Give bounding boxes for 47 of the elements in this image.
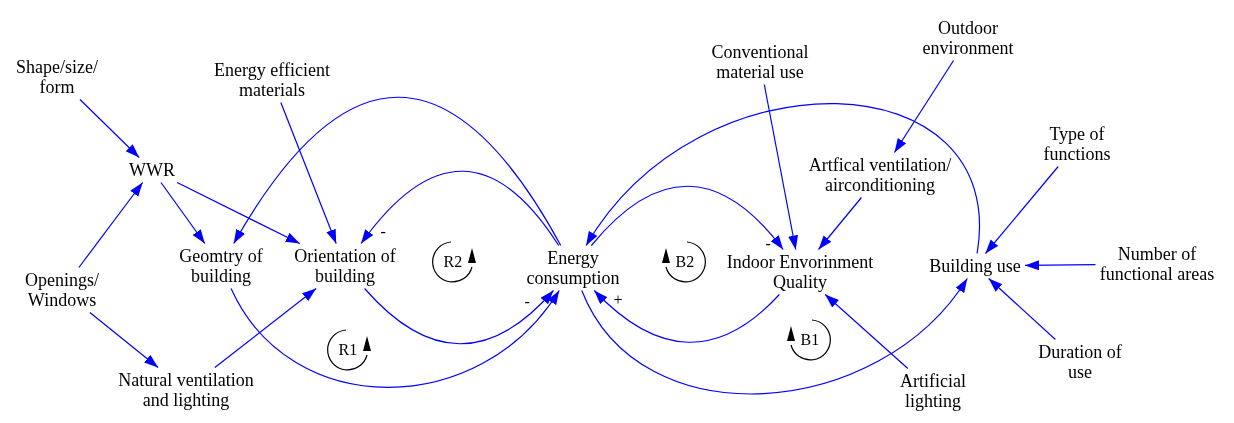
arrow (364, 287, 555, 345)
arrow (984, 165, 1059, 255)
polarity-sign: - (380, 224, 386, 240)
arrow (233, 96, 562, 247)
variable-label: Energy efficient materials (213, 59, 331, 101)
variable-label: Natural ventilation and lighting (117, 369, 255, 411)
variable-label: WWR (128, 159, 176, 181)
polarity-sign: - (765, 236, 771, 252)
variable-label: Geomtry of building (178, 245, 264, 287)
arrow (824, 293, 909, 370)
arrow (590, 185, 784, 251)
arrow (280, 101, 337, 245)
arrow (79, 98, 140, 159)
variable-label: Openings/ Windows (24, 269, 100, 311)
arrow (893, 59, 955, 154)
variable-label: Shape/size/ form (15, 56, 99, 98)
arrow (581, 277, 968, 395)
variable-label: Number of functional areas (1098, 243, 1216, 285)
arrow (176, 181, 301, 245)
polarity-sign: + (613, 292, 623, 308)
variable-label: Orientation of building (293, 245, 397, 287)
variable-label: Conventional material use (710, 41, 810, 83)
variable-label: Type of functions (1042, 123, 1112, 165)
arrow (763, 83, 798, 251)
variable-label: Energy consumption (525, 247, 621, 289)
arrow (230, 287, 560, 388)
arrow (817, 196, 863, 251)
variable-label: Artificial lighting (899, 370, 967, 412)
variable-label: Indoor Envorinment Quality (725, 251, 875, 293)
arrow (214, 287, 317, 369)
arrow (1024, 260, 1097, 271)
loop-label: B2 (675, 254, 695, 270)
variable-label: Building use (928, 255, 1022, 277)
arrow (78, 181, 144, 269)
loop-label: B1 (800, 332, 820, 348)
variable-label: Duration of use (1037, 341, 1123, 383)
arrow (160, 181, 206, 245)
arrow (585, 103, 980, 255)
arrow (593, 289, 780, 343)
arrow (89, 311, 159, 369)
polarity-sign: - (524, 294, 530, 310)
variable-label: Artfical ventilation/ airconditioning (807, 154, 953, 196)
arrow (988, 277, 1056, 341)
loop-label: R1 (338, 342, 358, 358)
arrow (360, 170, 560, 247)
variable-label: Outdoor environment (921, 17, 1015, 59)
loop-label: R2 (443, 254, 463, 270)
